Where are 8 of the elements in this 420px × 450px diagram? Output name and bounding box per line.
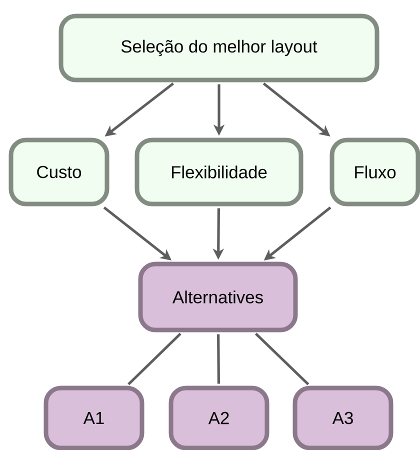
process-box: Fluxo xyxy=(330,138,420,206)
process-box: Alternatives xyxy=(138,262,298,332)
process-box: A3 xyxy=(292,386,394,450)
process-box: Flexibilidade xyxy=(134,138,304,206)
process-box: A1 xyxy=(44,386,144,450)
process-box: Custo xyxy=(8,138,110,206)
process-box: Seleção do melhor layout xyxy=(58,14,380,82)
process-box: A2 xyxy=(168,386,270,450)
